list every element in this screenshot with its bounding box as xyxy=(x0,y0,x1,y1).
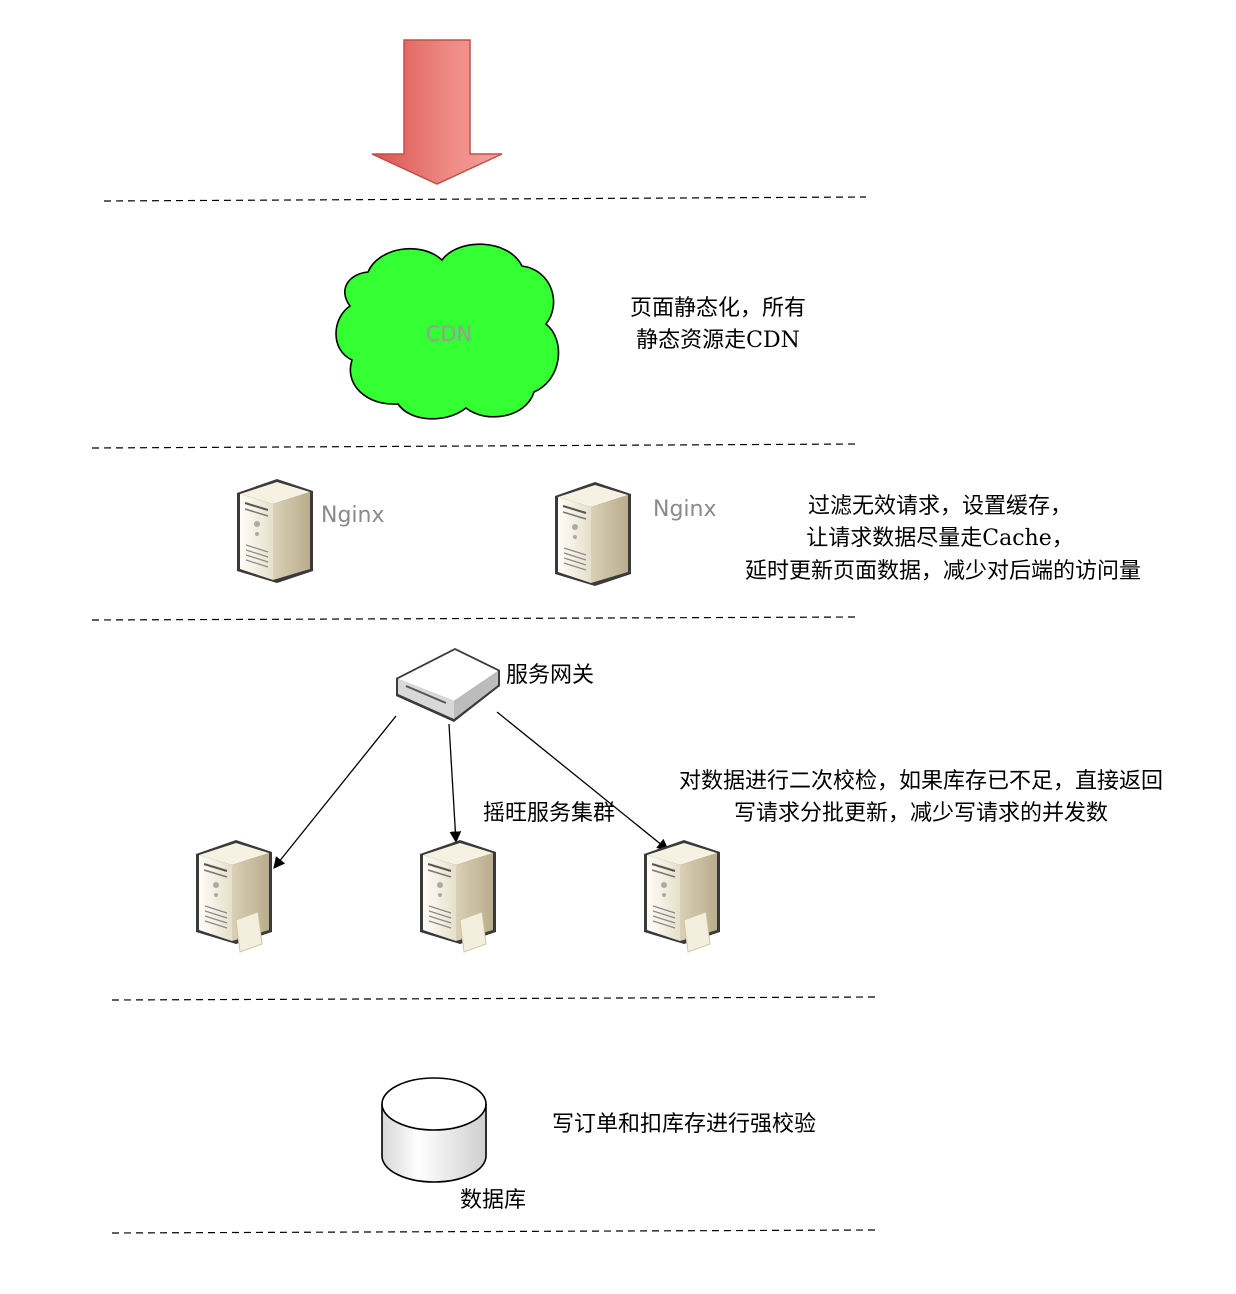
nginx-note-line-1: 过滤无效请求，设置缓存， xyxy=(807,494,1073,519)
cluster-server-1-icon xyxy=(196,840,272,952)
service-gateway-icon xyxy=(396,648,500,722)
database-note-line-1: 写订单和扣库存进行强校验 xyxy=(552,1112,817,1137)
layer-divider-3 xyxy=(91,616,857,621)
layer-divider-5 xyxy=(111,1229,877,1234)
database-icon xyxy=(381,1077,487,1183)
cluster-server-3-icon xyxy=(644,840,720,952)
incoming-traffic-arrow xyxy=(371,39,503,185)
gateway-to-server-2-arrow xyxy=(448,723,462,844)
nginx-server-1-icon xyxy=(236,478,314,584)
cdn-label: CDN xyxy=(425,322,473,346)
layer-divider-4 xyxy=(111,996,877,1001)
cluster-server-2-icon xyxy=(420,840,496,952)
layer-divider-1 xyxy=(103,196,867,202)
nginx-note-line-2: 让请求数据尽量走Cache， xyxy=(806,526,1074,551)
nginx-note-line-3: 延时更新页面数据，减少对后端的访问量 xyxy=(744,559,1142,584)
nginx-label-2: Nginx xyxy=(653,497,717,522)
service-note-line-2: 写请求分批更新，减少写请求的并发数 xyxy=(733,801,1109,826)
gateway-to-server-1-arrow xyxy=(273,715,397,869)
service-note-line-1: 对数据进行二次校检，如果库存已不足，直接返回 xyxy=(678,769,1164,794)
cluster-label: 摇旺服务集群 xyxy=(483,801,616,826)
nginx-label-1: Nginx xyxy=(321,503,385,528)
database-label: 数据库 xyxy=(459,1188,527,1213)
gateway-to-server-3-arrow xyxy=(496,711,669,851)
cdn-note-line-2: 静态资源走CDN xyxy=(636,328,800,353)
nginx-server-2-icon xyxy=(554,481,632,587)
layer-divider-2 xyxy=(91,443,857,449)
cdn-note-line-1: 页面静态化，所有 xyxy=(629,296,807,321)
cdn-cloud xyxy=(335,243,560,420)
gateway-label: 服务网关 xyxy=(506,663,595,688)
